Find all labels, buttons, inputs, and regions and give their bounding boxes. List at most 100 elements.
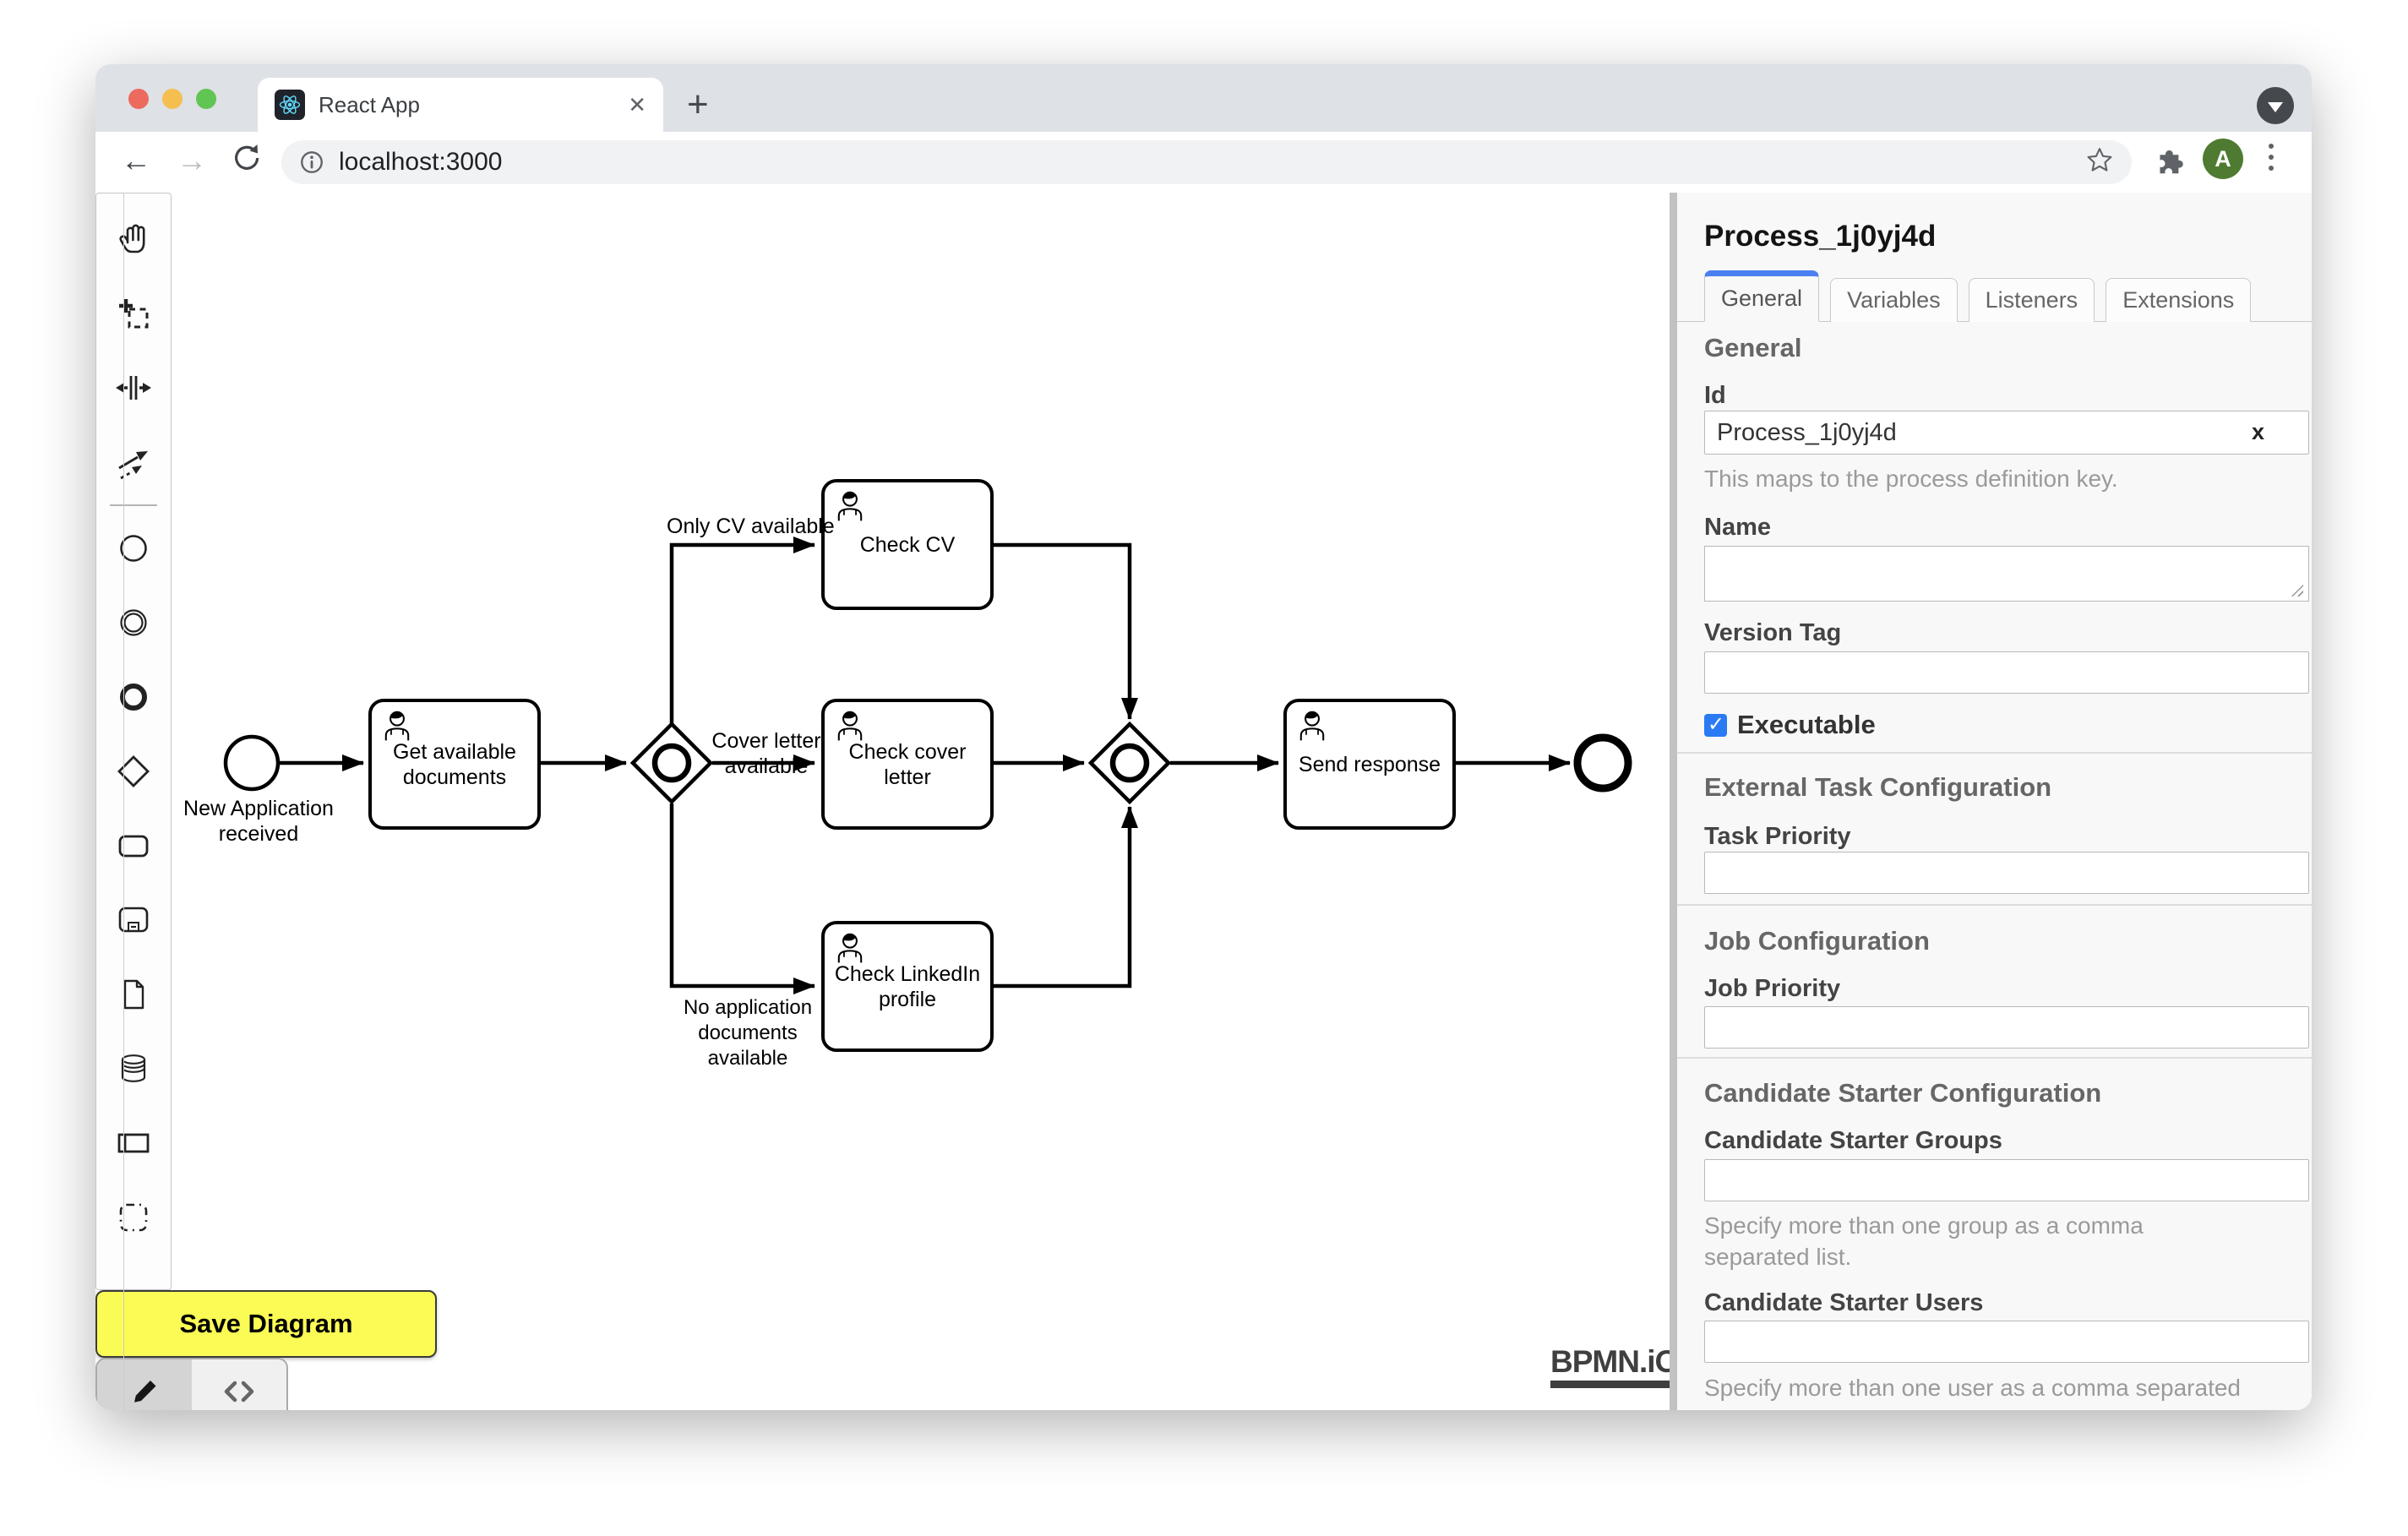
- task-check-cv[interactable]: Check CV: [821, 479, 994, 610]
- end-event[interactable]: [1573, 733, 1632, 793]
- hand-tool-icon[interactable]: [96, 202, 171, 276]
- data-store-icon[interactable]: [96, 1032, 171, 1106]
- browser-navbar: ← → localhost:3000: [95, 132, 2312, 193]
- start-event-label[interactable]: New Application received: [183, 797, 334, 846]
- candidate-starter-users-label: Candidate Starter Users: [1704, 1289, 1984, 1316]
- candidate-starter-heading: Candidate Starter Configuration: [1704, 1078, 2102, 1108]
- flow-label-no-documents[interactable]: No application documents available: [683, 996, 813, 1070]
- tab-variables[interactable]: Variables: [1830, 278, 1958, 322]
- merge-inclusive-gateway[interactable]: [1087, 721, 1172, 805]
- react-favicon-icon: [275, 90, 305, 120]
- id-label: Id: [1704, 382, 1726, 409]
- tab-title: React App: [319, 91, 420, 117]
- split-inclusive-gateway[interactable]: [629, 721, 714, 805]
- task-icon[interactable]: [96, 809, 171, 883]
- flow-label-cover-letter[interactable]: Cover letter available: [711, 729, 821, 778]
- forward-icon: →: [177, 143, 207, 177]
- lasso-tool-icon[interactable]: [96, 276, 171, 351]
- subprocess-icon[interactable]: [96, 883, 171, 957]
- task-check-linkedin-profile[interactable]: Check LinkedIn profile: [821, 921, 994, 1052]
- flow-linkedin-to-merge[interactable]: [994, 806, 1138, 989]
- avatar[interactable]: A: [2203, 139, 2243, 179]
- process-title: Process_1j0yj4d: [1704, 220, 1937, 253]
- section-divider: [1677, 1057, 2312, 1059]
- browser-menu-icon[interactable]: [2269, 144, 2274, 171]
- traffic-light-minimize[interactable]: [162, 89, 183, 109]
- section-divider: [1677, 904, 2312, 906]
- bookmark-star-icon[interactable]: [2084, 145, 2115, 180]
- end-event-icon[interactable]: [96, 660, 171, 734]
- edit-mode-button[interactable]: [97, 1359, 192, 1410]
- name-label: Name: [1704, 514, 1771, 541]
- users-help-text: Specify more than one user as a comma se…: [1704, 1375, 2242, 1410]
- task-get-available-documents[interactable]: Get available documents: [368, 699, 541, 830]
- flow-only-cv[interactable]: [669, 545, 814, 738]
- panel-scrollbar[interactable]: [1670, 193, 1677, 1410]
- id-input[interactable]: [1704, 411, 2309, 455]
- editor-mode-toggle: [95, 1358, 288, 1410]
- traffic-light-zoom[interactable]: [196, 89, 216, 109]
- flow-cv-to-merge[interactable]: [994, 542, 1138, 720]
- task-priority-label: Task Priority: [1704, 823, 1851, 850]
- global-connect-tool-icon[interactable]: [96, 425, 171, 499]
- tab-listeners[interactable]: Listeners: [1968, 278, 2095, 322]
- id-help-text: This maps to the process definition key.: [1704, 466, 2118, 492]
- version-tag-input[interactable]: [1704, 651, 2309, 694]
- user-task-icon: [1299, 711, 1325, 741]
- flow-no-documents[interactable]: [669, 803, 815, 994]
- site-info-icon[interactable]: [298, 149, 325, 176]
- bpmn-canvas[interactable]: Get available documents Check CV Check c…: [95, 193, 1670, 1410]
- start-event-icon[interactable]: [96, 511, 171, 586]
- candidate-starter-groups-input[interactable]: [1704, 1159, 2309, 1201]
- tab-general[interactable]: General: [1704, 270, 1820, 322]
- resize-handle-icon[interactable]: [2290, 583, 2303, 596]
- extensions-puzzle-icon[interactable]: [2150, 142, 2186, 182]
- close-tab-icon[interactable]: ✕: [628, 91, 646, 117]
- browser-window: React App ✕ + ← → localhost:3000 A: [95, 64, 2312, 1410]
- browser-tab[interactable]: React App ✕: [258, 78, 663, 132]
- participant-icon[interactable]: [96, 1106, 171, 1180]
- diagram-connectors: [223, 193, 1632, 994]
- browser-tab-strip: React App ✕ +: [95, 64, 2312, 132]
- code-mode-button[interactable]: [192, 1359, 286, 1410]
- groups-help-text: Specify more than one group as a comma s…: [1704, 1212, 2144, 1270]
- job-configuration-heading: Job Configuration: [1704, 926, 1930, 956]
- user-task-icon: [384, 711, 410, 741]
- executable-checkbox[interactable]: [1704, 712, 1727, 737]
- flow-label-only-cv[interactable]: Only CV available: [667, 515, 835, 538]
- save-diagram-button[interactable]: Save Diagram: [95, 1290, 437, 1358]
- panel-tabs: General Variables Listeners Extensions: [1677, 270, 2312, 322]
- new-tab-icon[interactable]: +: [687, 84, 709, 125]
- intermediate-event-icon[interactable]: [96, 586, 171, 660]
- user-task-icon: [837, 711, 863, 741]
- section-divider: [1677, 752, 2312, 754]
- job-priority-input[interactable]: [1704, 1006, 2309, 1049]
- bpmn-palette: [95, 193, 172, 1290]
- candidate-starter-users-input[interactable]: [1704, 1321, 2309, 1363]
- external-task-heading: External Task Configuration: [1704, 772, 2052, 802]
- tab-extensions[interactable]: Extensions: [2106, 278, 2252, 322]
- version-tag-label: Version Tag: [1704, 619, 1842, 646]
- task-send-response[interactable]: Send response: [1283, 699, 1456, 830]
- job-priority-label: Job Priority: [1704, 975, 1841, 1002]
- reload-icon[interactable]: [229, 140, 263, 182]
- back-icon[interactable]: ←: [121, 143, 151, 177]
- task-check-cover-letter[interactable]: Check cover letter: [821, 699, 994, 830]
- bpmn-io-watermark[interactable]: BPMN.iO: [1550, 1345, 1670, 1388]
- data-object-icon[interactable]: [96, 957, 171, 1032]
- traffic-light-close[interactable]: [128, 89, 149, 109]
- start-event[interactable]: [223, 734, 281, 792]
- executable-label: Executable: [1737, 710, 1876, 739]
- properties-panel: Process_1j0yj4d General Variables Listen…: [1677, 193, 2312, 1410]
- group-icon[interactable]: [96, 1180, 171, 1255]
- code-icon: [224, 1381, 254, 1403]
- window-menu-icon[interactable]: [2257, 87, 2294, 124]
- canvas-left-border: [123, 193, 124, 1410]
- task-priority-input[interactable]: [1704, 852, 2309, 894]
- url-bar[interactable]: localhost:3000: [281, 140, 2132, 184]
- palette-divider: [110, 504, 157, 506]
- clear-id-icon[interactable]: x: [2252, 419, 2265, 444]
- candidate-starter-groups-label: Candidate Starter Groups: [1704, 1127, 2002, 1154]
- user-task-icon: [837, 491, 863, 521]
- name-textarea[interactable]: [1704, 546, 2309, 602]
